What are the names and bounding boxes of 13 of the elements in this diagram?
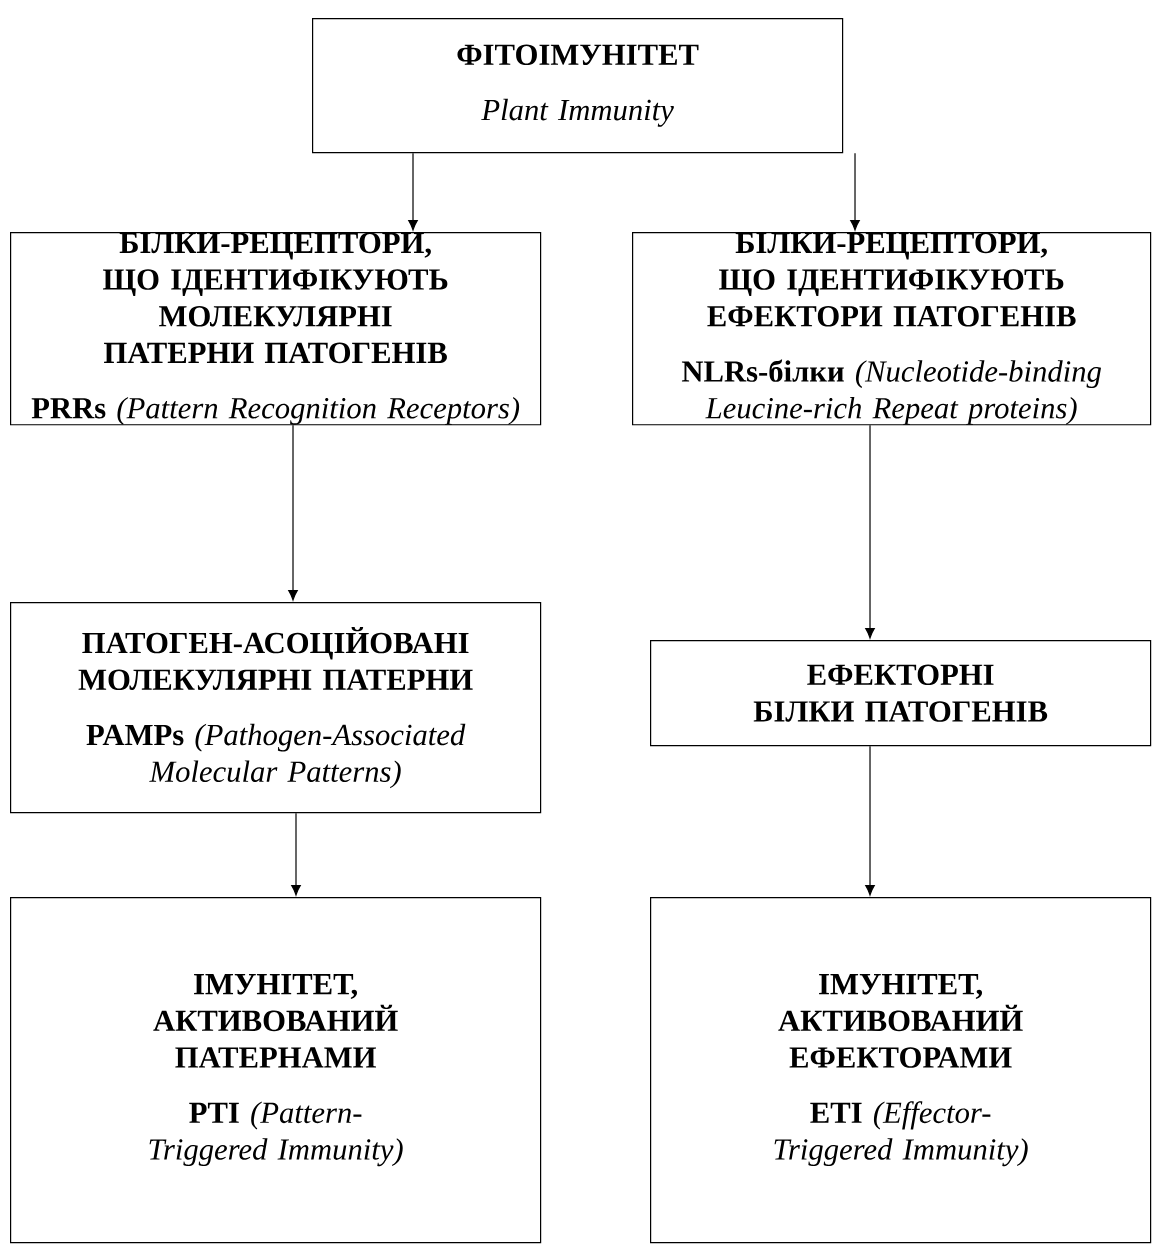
arrow: [408, 152, 418, 231]
process-box: ПАТОГЕН-АСОЦІЙОВАНІ МОЛЕКУЛЯРНІ ПАТЕРНИ PAMPs (Pathogen-Associated Molecular Patterns): [10, 602, 542, 814]
arrow: [865, 424, 875, 639]
process-box: БІЛКИ-РЕЦЕПТОРИ, ЩО ІДЕНТИФІКУЮТЬ МОЛЕКУЛЯРНІ ПАТЕРНИ ПАТОГЕНІВ PRRs (Pattern Recognition Receptors): [10, 232, 542, 426]
arrow: [850, 152, 860, 231]
arrow: [288, 424, 298, 601]
arrow: [865, 745, 875, 896]
process-box: ІМУНІТЕТ, АКТИВОВАНИЙ ЕФЕКТОРАМИ ETI (Effector-Triggered Immunity): [650, 897, 1152, 1244]
process-box: БІЛКИ-РЕЦЕПТОРИ, ЩО ІДЕНТИФІКУЮТЬ ЕФЕКТОРИ ПАТОГЕНІВ NLRs-білки (Nucleotide-binding Leucine-rich Repeat proteins): [632, 232, 1152, 426]
process-box: ІМУНІТЕТ, АКТИВОВАНИЙ ПАТЕРНАМИ PTI (Pattern-Triggered Immunity): [10, 897, 542, 1244]
process-box: ФІТОІМУНІТЕТ Plant Immunity: [312, 18, 844, 154]
process-box: ЕФЕКТОРНІ БІЛКИ ПАТОГЕНІВ: [650, 640, 1152, 747]
arrow: [291, 812, 301, 896]
